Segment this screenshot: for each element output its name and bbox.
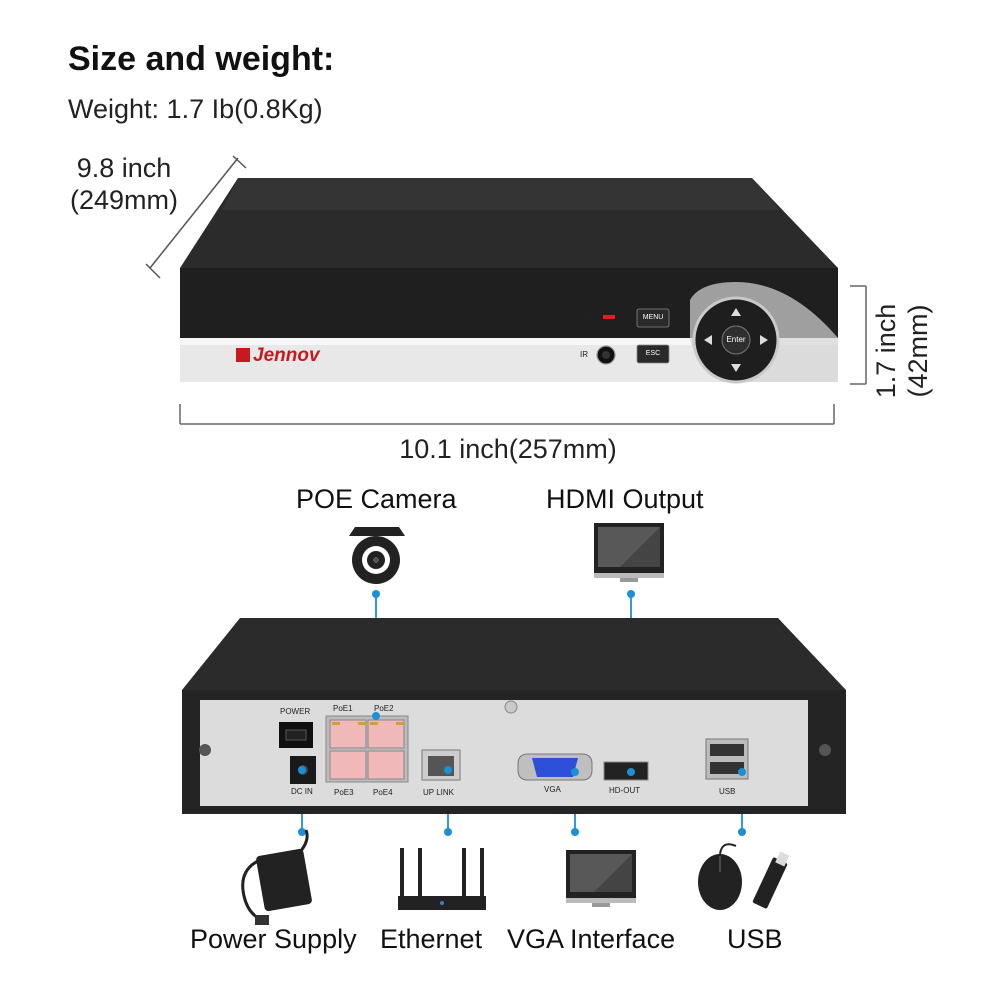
poe2-label: PoE2 (374, 704, 394, 713)
page-title: Size and weight: (68, 40, 335, 78)
enter-button[interactable]: Enter (726, 335, 746, 344)
power-supply-label: Power Supply (190, 924, 357, 954)
menu-button-shape (636, 308, 670, 328)
hdmi-port (603, 761, 649, 781)
uplink-label: UP LINK (423, 788, 454, 797)
hdmi-monitor-icon (594, 523, 664, 582)
rear-device-top (182, 618, 846, 690)
depth-inch: 9.8 inch (76, 153, 172, 183)
poe3-label: PoE3 (334, 788, 354, 797)
height-inch: 1.7 inch (871, 303, 901, 399)
router-icon (398, 848, 486, 910)
poe1-label: PoE1 (333, 704, 353, 713)
poe4-label: PoE4 (373, 788, 393, 797)
hdmi-output-label: HDMI Output (546, 484, 704, 514)
esc-button[interactable]: ESC (645, 350, 661, 357)
poe-camera-label: POE Camera (296, 484, 457, 514)
vga-label: VGA (544, 785, 561, 794)
brand-logo: Jennov (236, 345, 320, 367)
mouse-icon (698, 843, 742, 910)
power-switch-label: POWER (280, 707, 311, 716)
height-dimension-line (850, 285, 867, 385)
usb-label: USB (727, 924, 783, 954)
power-indicator-label: Power (574, 312, 597, 321)
vga-interface-label: VGA Interface (507, 924, 676, 954)
vga-port (517, 753, 593, 781)
hdout-label: HD-OUT (609, 786, 641, 795)
usb-stick-icon (752, 851, 790, 909)
menu-button[interactable]: MENU (642, 314, 664, 321)
weight-spec: Weight: 1.7 Ib(0.8Kg) (68, 94, 323, 124)
poe-ports (325, 715, 409, 783)
height-dimension: 1.7 inch (42mm) (870, 296, 936, 406)
depth-dimension-line (145, 155, 247, 279)
depth-mm: (249mm) (69, 185, 178, 215)
power-adapter-icon (241, 829, 312, 925)
vga-monitor-icon (566, 850, 636, 907)
esc-button-shape (636, 344, 670, 364)
power-led (603, 315, 615, 319)
brand-name: Jennov (253, 345, 320, 366)
ir-label: IR (580, 350, 588, 359)
usb-port-label: USB (719, 787, 736, 796)
height-mm: (42mm) (903, 304, 933, 398)
width-dimension: 10.1 inch(257mm) (399, 434, 617, 464)
nvr-rear-illustration (182, 523, 846, 925)
depth-dimension: 9.8 inch (249mm) (60, 152, 188, 216)
ethernet-label: Ethernet (380, 924, 483, 954)
camera-icon (349, 527, 405, 584)
dc-in-label: DC IN (291, 787, 313, 796)
brand-mark-icon (236, 348, 250, 362)
width-dimension-line (179, 404, 835, 425)
device-front-silver (180, 338, 838, 382)
nvr-front-illustration (145, 155, 867, 425)
